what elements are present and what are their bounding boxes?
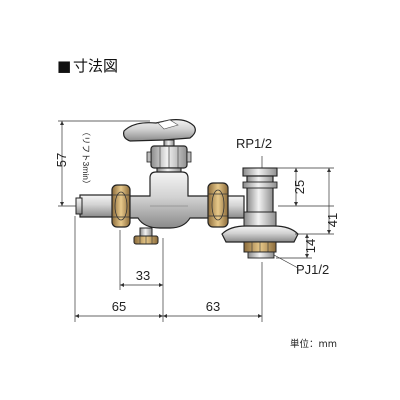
section-header: ■ 寸法図 bbox=[57, 57, 118, 75]
dim-height-57: 57 bbox=[54, 153, 69, 167]
faucet-illustration bbox=[75, 119, 299, 259]
unit-note: 単位：mm bbox=[290, 338, 337, 350]
header-bullet: ■ bbox=[57, 57, 71, 75]
inlet-pipe bbox=[75, 194, 115, 218]
dim-lower-14: 14 bbox=[303, 239, 318, 253]
dim-width-33: 33 bbox=[136, 268, 150, 283]
dim-mid-41: 41 bbox=[325, 213, 340, 227]
dimension-labels: RP1/2 PJ1/2 57 （リフト3min） 25 41 14 33 65 … bbox=[54, 128, 340, 314]
valve-body bbox=[129, 171, 211, 229]
dim-width-63: 63 bbox=[206, 299, 220, 314]
right-coupling-nut bbox=[207, 182, 229, 228]
dimension-lines bbox=[58, 120, 334, 322]
union-nut bbox=[221, 225, 299, 259]
rp-thread-label: RP1/2 bbox=[236, 136, 272, 151]
left-coupling-nut bbox=[111, 184, 131, 228]
faucet-handle bbox=[123, 119, 196, 147]
connector-pipe bbox=[227, 195, 245, 219]
lift-note: （リフト3min） bbox=[81, 128, 91, 189]
dim-width-65: 65 bbox=[112, 299, 126, 314]
drain-plug bbox=[133, 227, 159, 245]
pj-thread-label: PJ1/2 bbox=[296, 262, 329, 277]
tee-fitting bbox=[242, 167, 278, 231]
bonnet-nut bbox=[146, 145, 192, 169]
dim-upper-25: 25 bbox=[292, 180, 307, 194]
header-title: 寸法図 bbox=[73, 57, 118, 75]
